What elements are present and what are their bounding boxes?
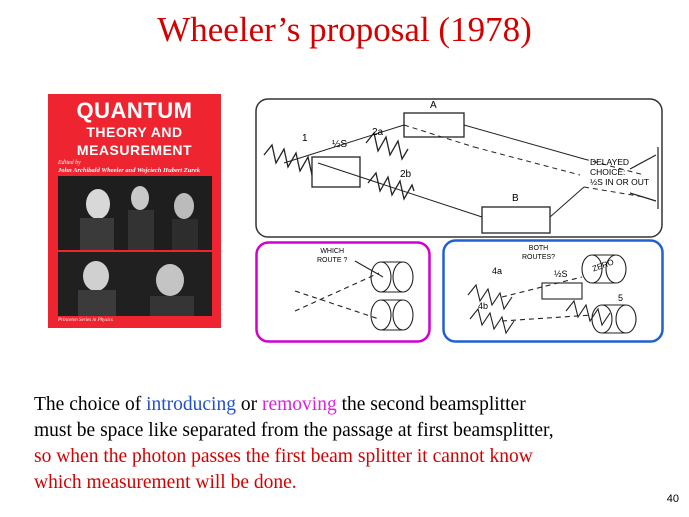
label-half-s: ½S: [332, 139, 347, 150]
which-line2: ROUTE ?: [317, 256, 347, 265]
book-title-line2: THEORY AND: [48, 124, 221, 140]
page-number: 40: [667, 493, 679, 505]
slide-body-text: The choice of introducing or removing th…: [34, 392, 674, 496]
book-edited-by: Edited by: [58, 160, 81, 166]
book-title-line3: MEASUREMENT: [48, 142, 221, 158]
both-routes-label: BOTH ROUTES?: [522, 244, 555, 262]
label-4b: 4b: [478, 301, 488, 311]
book-photo-bottom: [58, 252, 212, 316]
which-route-label: WHICH ROUTE ?: [317, 247, 347, 265]
both-routes-diagram: BOTH ROUTES? 4a 4b ½S ZERO 5: [442, 239, 664, 343]
body-l1-e: the second beamsplitter: [337, 394, 526, 415]
delayed-line3: ½S IN OR OUT: [590, 177, 649, 187]
delayed-choice-label: DELAYED CHOICE: ½S IN OR OUT: [590, 157, 649, 187]
label-2b: 2b: [400, 169, 411, 180]
body-l1-c: or: [236, 394, 262, 415]
book-series: Princeton Series in Physics: [58, 318, 113, 323]
delayed-choice-diagram: 1 ½S 2a 2b A B DELAYED CHOICE: ½S IN OR …: [254, 97, 664, 239]
body-line-1: The choice of introducing or removing th…: [34, 392, 674, 418]
body-line-4: which measurement will be done.: [34, 470, 674, 496]
body-line-2: must be space like separated from the pa…: [34, 418, 674, 444]
book-photo-top: [58, 176, 212, 250]
delayed-line1: DELAYED: [590, 157, 649, 167]
delayed-line2: CHOICE:: [590, 167, 649, 177]
slide-title: Wheeler’s proposal (1978): [0, 10, 689, 50]
label-5: 5: [618, 293, 623, 303]
introducing-word: introducing: [146, 394, 236, 415]
label-a: A: [430, 100, 437, 111]
which-line1: WHICH: [317, 247, 347, 256]
label-2a: 2a: [372, 127, 383, 138]
body-line-3: so when the photon passes the first beam…: [34, 444, 674, 470]
body-l1-a: The choice of: [34, 394, 146, 415]
label-1: 1: [302, 133, 308, 144]
book-editors: John Archibald Wheeler and Wojciech Hube…: [58, 167, 200, 174]
which-route-diagram: WHICH ROUTE ?: [255, 241, 431, 343]
removing-word: removing: [262, 394, 337, 415]
book-title-line1: QUANTUM: [48, 98, 221, 124]
book-cover-image: QUANTUM THEORY AND MEASUREMENT Edited by…: [48, 94, 221, 328]
both-line1: BOTH: [522, 244, 555, 253]
label-4a: 4a: [492, 266, 502, 276]
label-b: B: [512, 193, 519, 204]
both-line2: ROUTES?: [522, 253, 555, 262]
label-half-s-both: ½S: [554, 269, 568, 279]
